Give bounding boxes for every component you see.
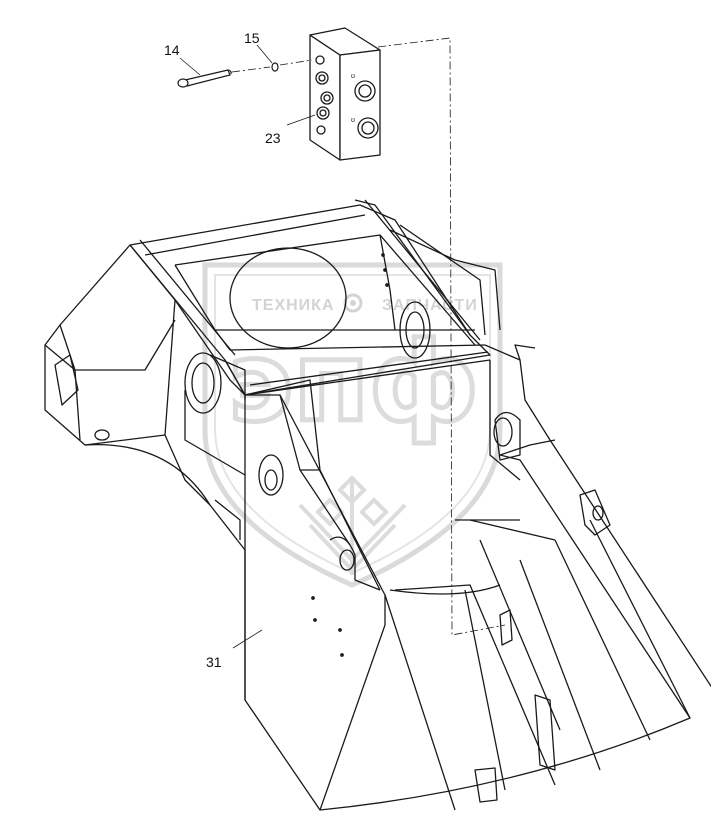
top-round-opening xyxy=(229,247,347,349)
leader-14 xyxy=(179,57,201,76)
leader-23 xyxy=(286,114,316,126)
leader-lines xyxy=(179,44,316,649)
gear-icon xyxy=(343,293,363,313)
oring-part xyxy=(271,62,279,72)
watermark-shield xyxy=(202,262,503,588)
watermark-word-right: ЗАПЧАСТИ xyxy=(382,297,478,314)
watermark-big-letters: эпф xyxy=(228,318,478,446)
callout-14: 14 xyxy=(164,42,180,58)
callout-15: 15 xyxy=(244,30,260,46)
callout-31: 31 xyxy=(206,654,222,670)
svg-text:ʊ: ʊ xyxy=(351,73,355,80)
svg-text:ʊ: ʊ xyxy=(351,117,355,124)
left-pivot-bore xyxy=(184,352,222,414)
bolt-part xyxy=(177,69,232,88)
frame-right-arm xyxy=(484,344,711,688)
watermark-word-left: ТЕХНИКА xyxy=(252,297,335,314)
callout-23: 23 xyxy=(265,130,281,146)
valve-block: ʊ ʊ xyxy=(309,27,381,161)
frame-body-outline xyxy=(244,395,691,811)
assembly-lines xyxy=(231,37,506,636)
leader-15 xyxy=(256,44,273,64)
leader-31 xyxy=(232,629,263,649)
frame-top-box xyxy=(129,204,491,396)
frame-assembly xyxy=(44,199,711,811)
wheat-icon xyxy=(298,475,407,575)
